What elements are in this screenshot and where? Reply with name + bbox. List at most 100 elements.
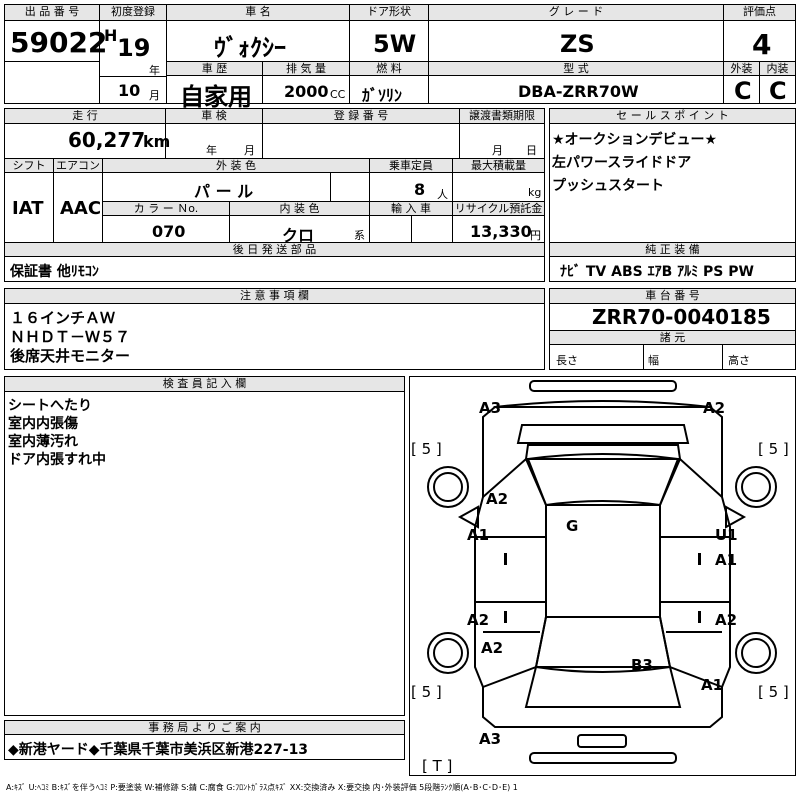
damage-mark-rear-bumper: A3 xyxy=(479,730,502,748)
sales-point-2: 左パワースライドドア xyxy=(552,155,692,171)
door-type: 5W xyxy=(373,30,417,58)
persons-unit: 人 xyxy=(437,188,448,201)
notes-box xyxy=(4,288,545,370)
height-label: 高さ xyxy=(728,354,750,367)
damage-mark-front-left: A3 xyxy=(479,399,502,417)
vehicle-details-table xyxy=(4,108,545,282)
sales-point-3: プッシュスタート xyxy=(552,178,664,194)
later-parts-label: 後 日 発 送 部 品 xyxy=(5,243,544,257)
damage-code-legend: A:ｷｽﾞ U:ﾍｺﾐ B:ｷｽﾞを伴うﾍｺﾐ P:要塗装 W:補修跡 S:錆 … xyxy=(6,783,518,792)
shift-label: シフト xyxy=(5,159,53,173)
transfer-deadline-label: 譲渡書類期限 xyxy=(460,109,544,124)
tire-front-right-label: [ 5 ] xyxy=(758,440,789,458)
cc-unit: CC xyxy=(330,88,346,101)
reg-year: 19 xyxy=(117,34,151,62)
damage-mark-hood: G xyxy=(566,517,579,535)
sales-points-box xyxy=(549,108,796,282)
exterior-color: パ ー ル xyxy=(194,182,254,201)
genuine-equipment-label: 純 正 装 備 xyxy=(550,243,795,257)
inspection-year-unit: 年 xyxy=(206,144,217,157)
year-unit: 年 xyxy=(149,64,160,77)
damage-mark-left-quarter: A2 xyxy=(481,639,504,657)
note-3: 後席天井モニター xyxy=(10,347,131,365)
damage-mark-right-rear-door: A2 xyxy=(715,611,738,629)
era: H xyxy=(104,26,118,45)
mileage-label: 走 行 xyxy=(5,109,165,124)
header-table xyxy=(4,4,796,104)
inspection-label: 車 検 xyxy=(166,109,262,124)
length-label: 長さ xyxy=(556,354,578,367)
history-label: 車 歴 xyxy=(167,62,262,76)
inspection-month-unit: 月 xyxy=(244,144,255,157)
lot-number-label: 出 品 番 号 xyxy=(5,5,99,21)
inspector-note-1: シートへたり xyxy=(8,398,92,414)
exterior-grade: C xyxy=(734,77,752,105)
damage-mark-left-front-door: A1 xyxy=(467,526,490,544)
inspector-notes-label: 検 査 員 記 入 欄 xyxy=(5,377,404,392)
color-no: 070 xyxy=(152,222,186,241)
displacement: 2000 xyxy=(284,82,329,101)
car-name: ｳﾞｫｸｼｰ xyxy=(214,34,286,62)
registration-number-label: 登 録 番 号 xyxy=(263,109,459,124)
chassis-box xyxy=(549,288,796,370)
exterior-color-label: 外 装 色 xyxy=(103,159,369,173)
rating-label: 評価点 xyxy=(724,5,795,21)
inspector-note-2: 室内内張傷 xyxy=(8,416,78,432)
lot-number: 59022 xyxy=(10,26,108,59)
tire-rear-left-label: [ 5 ] xyxy=(411,683,442,701)
tire-rear-right-label: [ 5 ] xyxy=(758,683,789,701)
rating: 4 xyxy=(752,28,772,61)
interior-color: クロ xyxy=(282,226,315,245)
interior-grade: C xyxy=(769,77,787,105)
aircon: AAC xyxy=(60,198,102,219)
max-load-label: 最大積載量 xyxy=(453,159,544,173)
inspector-note-3: 室内薄汚れ xyxy=(8,434,78,450)
office-notice-box xyxy=(4,720,405,760)
width-label: 幅 xyxy=(648,354,659,367)
grade: ZS xyxy=(560,30,595,58)
spare-tire-label: [ T ] xyxy=(422,757,453,775)
capacity: 8 xyxy=(414,180,426,199)
door-type-label: ドア形状 xyxy=(350,5,428,21)
damage-diagram-box xyxy=(409,376,796,776)
model-code-label: 型 式 xyxy=(429,62,723,76)
specs-label: 諸 元 xyxy=(550,331,795,345)
first-registration-label: 初度登録 xyxy=(100,5,166,21)
interior-label: 内装 xyxy=(760,62,795,76)
notes-label: 注 意 事 項 欄 xyxy=(5,289,544,304)
inspector-notes-box xyxy=(4,376,405,716)
capacity-label: 乗車定員 xyxy=(370,159,452,173)
sales-points-label: セ ー ル ス ポ イ ン ト xyxy=(550,109,795,124)
recycle-fee-label: リサイクル預託金 xyxy=(453,202,544,216)
later-parts: 保証書 他ﾘﾓｺﾝ xyxy=(10,264,99,280)
chassis-number-label: 車 台 番 号 xyxy=(550,289,795,304)
series-unit: 系 xyxy=(354,229,365,242)
chassis-number: ZRR70-0040185 xyxy=(592,305,771,329)
damage-mark-left-rear-door: A2 xyxy=(467,611,490,629)
model-code: DBA-ZRR70W xyxy=(518,82,639,101)
import-label: 輸 入 車 xyxy=(370,202,452,216)
recycle-fee: 13,330 xyxy=(470,222,532,241)
fuel: ｶﾞｿﾘﾝ xyxy=(362,86,403,105)
month-unit: 月 xyxy=(149,89,160,102)
transfer-month-unit: 月 xyxy=(492,144,503,157)
exterior-label: 外装 xyxy=(724,62,759,76)
sales-point-1: ★オークションデビュー★ xyxy=(552,132,718,148)
damage-mark-rear-window: B3 xyxy=(631,656,653,674)
color-no-label: カ ラ ー Ｎo. xyxy=(103,202,229,216)
office-notice-label: 事 務 局 よ り ご 案 内 xyxy=(5,721,404,735)
transfer-day-unit: 日 xyxy=(526,144,537,157)
genuine-equipment: ﾅﾋﾞ TV ABS ｴｱB ｱﾙﾐ PS PW xyxy=(560,264,754,280)
damage-mark-left-fender: A2 xyxy=(486,490,509,508)
note-2: ＮＨＤＴ－Ｗ５７ xyxy=(10,328,131,346)
damage-mark-front-right: A2 xyxy=(703,399,726,417)
note-1: １６インチＡＷ xyxy=(10,309,116,327)
car-name-label: 車 名 xyxy=(167,5,349,21)
history: 自家用 xyxy=(180,83,252,111)
yen-unit: 円 xyxy=(530,229,541,242)
damage-mark-right-front-door-a: A1 xyxy=(715,551,738,569)
inspector-note-4: ドア内張すれ中 xyxy=(8,452,106,468)
km-unit: km xyxy=(143,132,171,151)
interior-color-label: 内 装 色 xyxy=(230,202,369,216)
damage-mark-right-quarter: A1 xyxy=(701,676,724,694)
